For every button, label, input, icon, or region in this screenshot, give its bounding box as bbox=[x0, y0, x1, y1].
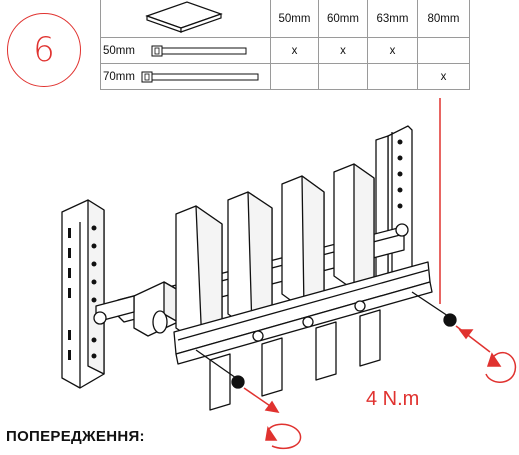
row-label-cell: 70mm bbox=[100, 63, 271, 90]
spec-table: 50mm 60mm 63mm 80mm 50mm x x x 70mm bbox=[100, 0, 470, 90]
step-number: 6 bbox=[33, 30, 55, 70]
table-cell bbox=[417, 37, 470, 64]
row-label-cell: 50mm bbox=[100, 37, 271, 64]
divider-board bbox=[175, 205, 223, 347]
tightening-arrow bbox=[243, 387, 302, 450]
left-clamp-block bbox=[95, 281, 179, 337]
table-row: 70mm x bbox=[100, 63, 470, 90]
shelf-board-icon bbox=[144, 1, 223, 33]
front-rail bbox=[173, 261, 433, 365]
table-cell bbox=[318, 63, 368, 90]
divider-board bbox=[333, 163, 375, 291]
header-cell: 60mm bbox=[318, 0, 368, 38]
divider-board bbox=[281, 175, 325, 311]
rotation-arrow-icon bbox=[485, 351, 517, 383]
row-label: 70mm bbox=[103, 70, 135, 83]
table-cell: x bbox=[417, 63, 470, 90]
table-row: 50mm x x x bbox=[100, 37, 470, 64]
step-badge: 6 bbox=[7, 13, 81, 87]
right-upright-post bbox=[375, 125, 413, 301]
warning-heading: ПОПЕРЕДЖЕННЯ: bbox=[6, 428, 145, 445]
rear-screw bbox=[411, 291, 457, 327]
torque-label: 4 N.m bbox=[366, 388, 420, 410]
cable-tie-icon bbox=[141, 71, 259, 82]
divider-legs bbox=[209, 309, 381, 411]
cable-tie-icon bbox=[151, 45, 247, 56]
rotation-arrow-icon bbox=[267, 423, 302, 450]
table-header-row: 50mm 60mm 63mm 80mm bbox=[100, 0, 470, 38]
tightening-arrow bbox=[455, 325, 517, 383]
divider-board bbox=[227, 191, 273, 331]
row-label: 50mm bbox=[103, 44, 135, 57]
table-cell bbox=[367, 63, 418, 90]
table-cell bbox=[270, 63, 319, 90]
board-icon-cell bbox=[100, 0, 271, 38]
post-bolt bbox=[93, 223, 409, 325]
front-screw bbox=[195, 349, 245, 389]
table-cell: x bbox=[367, 37, 418, 64]
